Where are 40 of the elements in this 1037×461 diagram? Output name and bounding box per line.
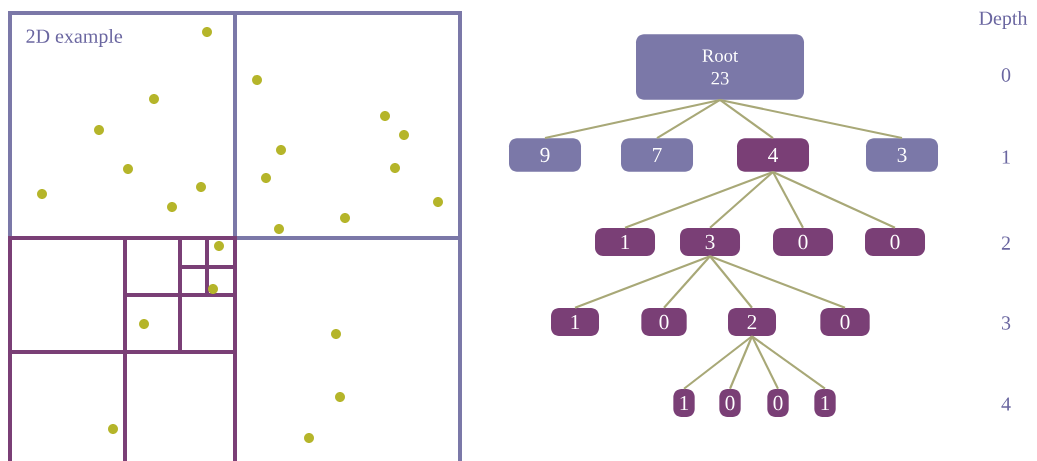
tree-edge [624, 170, 774, 229]
tree-node-box: 0 [820, 308, 870, 336]
tree-edge [683, 335, 753, 390]
tree-edge [751, 335, 779, 390]
tree-node-box: 0 [719, 389, 741, 417]
tree-edge [751, 335, 826, 390]
tree-node-box: 1 [814, 389, 836, 417]
tree-node-box: 1 [551, 308, 599, 336]
tree-node-box: 4 [737, 138, 809, 172]
tree-edge [772, 170, 896, 229]
tree-edge [772, 171, 804, 229]
tree-node-box: 9 [509, 138, 581, 172]
tree-edge [544, 98, 721, 140]
depth-number: 0 [1001, 68, 1011, 82]
tree-edge [663, 255, 711, 309]
depth-heading: Depth [979, 10, 1028, 30]
tree-node-box: 1 [673, 389, 695, 417]
tree-node-box: 2 [728, 308, 776, 336]
tree-node-box: 3 [866, 138, 938, 172]
example-label: 2D example [26, 28, 123, 48]
tree-node-box: 0 [641, 308, 687, 336]
tree-edge [709, 255, 846, 309]
tree-node-box: 3 [680, 228, 740, 256]
tree-edge [719, 99, 774, 139]
depth-number: 3 [1002, 316, 1011, 330]
depth-number: 4 [1001, 397, 1011, 411]
tree-node-box: 7 [621, 138, 693, 172]
tree-edge [719, 98, 903, 140]
tree-edge [656, 99, 721, 139]
tree-edge [709, 171, 774, 229]
tree-node-box: Root 23 [636, 34, 804, 100]
depth-number: 2 [1001, 236, 1010, 250]
tree-edge [729, 335, 753, 390]
tree-node-box: 1 [595, 228, 655, 256]
depth-number: 1 [1002, 150, 1010, 164]
tree-node-box: 0 [767, 389, 789, 417]
tree-node-box: 0 [773, 228, 833, 256]
tree-node-box: 0 [865, 228, 925, 256]
tree-edge [709, 255, 753, 309]
tree-edge [574, 255, 711, 309]
